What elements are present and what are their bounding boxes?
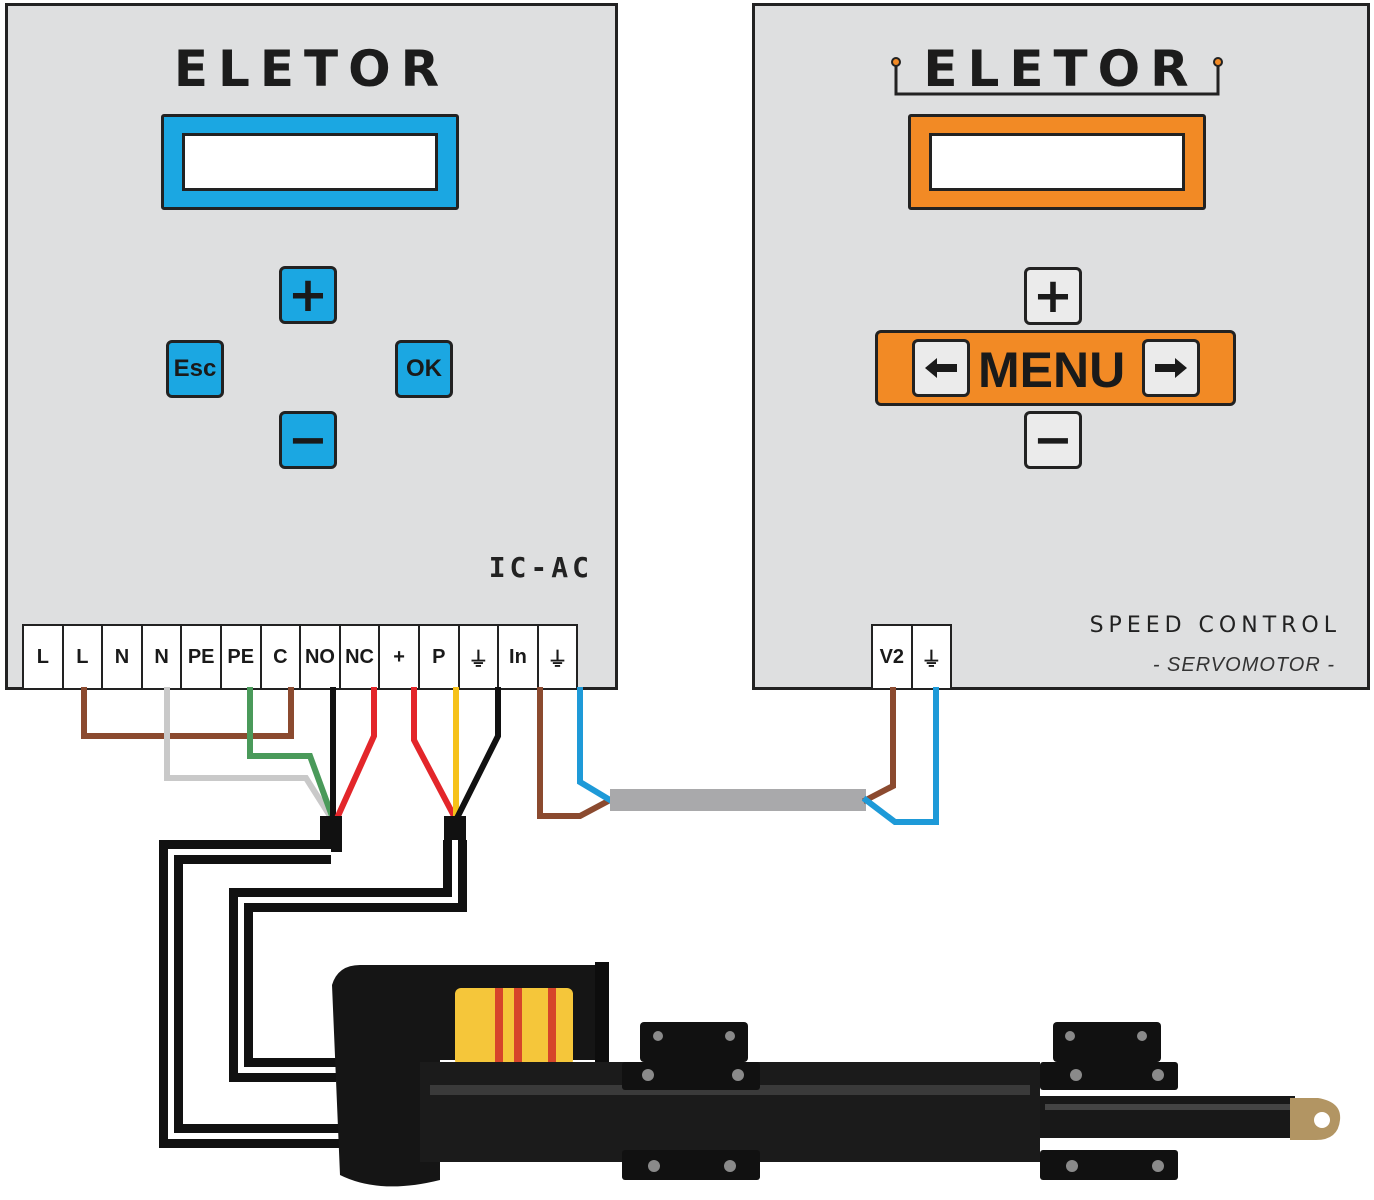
brand-logo: ELETOR xyxy=(173,40,450,98)
plus-icon: + xyxy=(287,267,329,323)
terminal-9: NC xyxy=(338,624,381,690)
motor-cable-left xyxy=(159,816,342,1148)
product-title: SPEED CONTROL xyxy=(1089,613,1341,638)
terminal-10: + xyxy=(378,624,420,690)
ok-button[interactable]: OK xyxy=(395,340,453,398)
right-arrow-button[interactable] xyxy=(1142,339,1200,397)
wire-brown-v2 xyxy=(861,687,896,805)
menu-label: MENU xyxy=(978,342,1126,398)
terminal-2: ⏚ xyxy=(910,624,953,690)
terminal-7: C xyxy=(259,624,302,690)
terminal-8: NO xyxy=(299,624,341,690)
controller-speed-control: ELETOR + MENU − SPEED CONTROL - SERVOMOT… xyxy=(752,3,1370,690)
minus-button[interactable]: − xyxy=(1024,411,1082,469)
wire-grey-n xyxy=(164,687,335,821)
terminal-strip: V2⏚ xyxy=(871,624,953,690)
wire-brown-in xyxy=(537,687,615,819)
terminal-5: PE xyxy=(180,624,222,690)
terminal-2: L xyxy=(61,624,104,690)
brand-frame-icon xyxy=(891,57,1223,96)
terminal-14: ⏚ xyxy=(536,624,579,690)
product-subtitle: - SERVOMOTOR - xyxy=(1152,654,1335,676)
wire-red-nc xyxy=(334,687,377,820)
lcd-screen xyxy=(182,133,438,191)
terminal-4: N xyxy=(140,624,183,690)
terminal-11: P xyxy=(417,624,460,690)
left-arrow-button[interactable] xyxy=(912,339,970,397)
terminal-12: ⏚ xyxy=(457,624,500,690)
wire-blue-gnd-2 xyxy=(861,687,939,825)
plus-button[interactable]: + xyxy=(279,266,337,324)
minus-button[interactable]: − xyxy=(279,411,337,469)
wire-black-gnd xyxy=(453,687,501,821)
minus-icon: − xyxy=(1032,412,1074,468)
wire-red-plus xyxy=(411,687,459,821)
arrow-left-icon xyxy=(925,358,957,378)
wire-brown-l xyxy=(81,687,294,739)
lcd-display xyxy=(161,114,459,210)
arrow-right-icon xyxy=(1155,358,1187,378)
esc-button[interactable]: Esc xyxy=(166,340,224,398)
wire-blue-gnd xyxy=(577,687,615,805)
motor-cable-right xyxy=(229,816,467,1082)
plus-icon: + xyxy=(1032,268,1074,324)
menu-bar: MENU xyxy=(875,330,1236,406)
brand-logo: ELETOR xyxy=(923,40,1199,98)
lcd-display xyxy=(908,114,1206,210)
terminal-6: PE xyxy=(219,624,262,690)
plus-button[interactable]: + xyxy=(1024,267,1082,325)
lcd-screen xyxy=(929,133,1185,191)
linear-actuator xyxy=(332,962,1341,1187)
wire-green-pe xyxy=(247,687,336,820)
model-label: IC-AC xyxy=(488,551,593,584)
minus-icon: − xyxy=(287,412,329,468)
